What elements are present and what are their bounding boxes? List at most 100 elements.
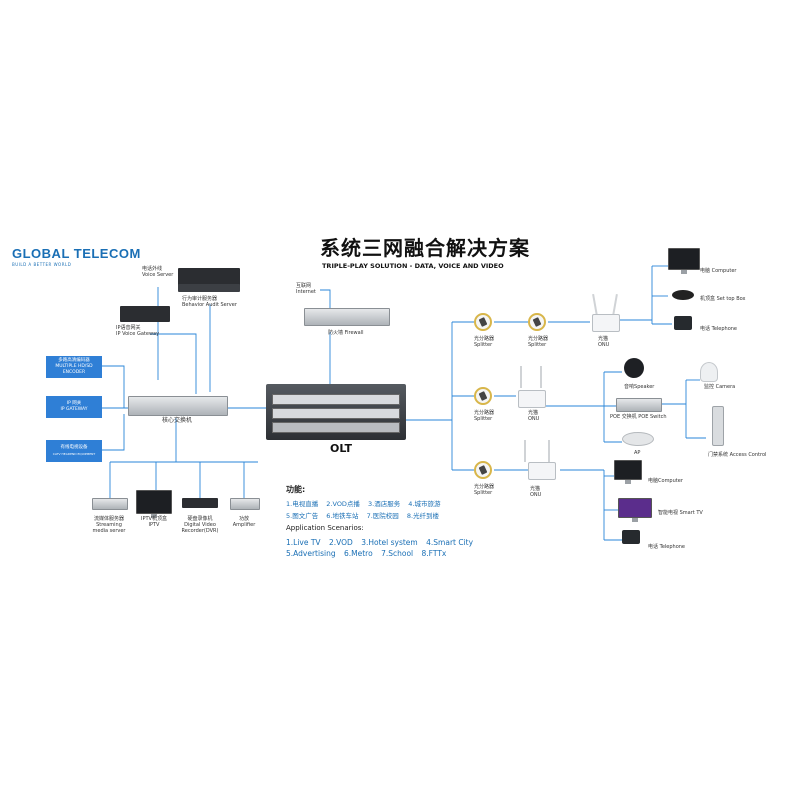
- splitter-label-en: Splitter: [474, 342, 493, 348]
- computer-label: 电脑 Computer: [700, 268, 736, 274]
- iptv-label-cn: IPTV机顶盒: [141, 516, 167, 522]
- splitter-label-cn: 光分路器: [528, 336, 549, 342]
- telephone-label-cn: 电话: [700, 326, 711, 332]
- speaker-label: 音响Speaker: [624, 384, 654, 390]
- access-label-cn: 门禁系统: [708, 452, 729, 458]
- ip-gateway-label-en: IP GATEWAY: [60, 407, 88, 412]
- scenario-item: 7.School: [381, 549, 414, 558]
- function-item: 6.地铁车站: [326, 512, 359, 520]
- poe-label-cn: POE 交换机: [610, 414, 637, 420]
- voice-server-device: [178, 268, 240, 288]
- speaker-label-cn: 音响: [624, 384, 635, 390]
- computer2-label: 电脑Computer: [648, 478, 683, 484]
- voice-gateway-label-cn: IP语音网关: [116, 325, 141, 331]
- onu-label-en: ONU: [598, 342, 610, 348]
- brand-slogan: BUILD A BETTER WORLD: [12, 262, 72, 267]
- smarttv-label: 智能电视 Smart TV: [658, 510, 703, 516]
- catv-label-en: CATV HEADEND EQUIPMENT: [52, 452, 96, 456]
- splitter-icon: [474, 461, 492, 479]
- iptv-monitor: [136, 490, 172, 518]
- telephone-device: [674, 316, 692, 330]
- smarttv-label-cn: 智能电视: [658, 510, 679, 516]
- camera-label-en: Camera: [715, 384, 736, 390]
- onu-label-cn: 光猫: [530, 486, 541, 492]
- settop-label: 机顶盒 Set top Box: [700, 296, 746, 302]
- smart-tv-monitor: [618, 498, 652, 522]
- scenario-item: 4.Smart City: [426, 538, 474, 547]
- scenarios-row-2: 5.Advertising 6.Metro 7.School 8.FTTx: [286, 549, 446, 558]
- functions-row-1: 1.电视直播 2.VOD点播 3.酒店服务 4.城市旅游: [286, 498, 486, 508]
- function-item: 7.医院校园: [366, 512, 399, 520]
- ip-gateway-box: IP 网关 IP GATEWAY: [46, 396, 102, 418]
- onu-device: [528, 462, 556, 480]
- onu-antenna: [540, 366, 542, 388]
- function-item: 8.光纤到楼: [406, 512, 440, 520]
- splitter-label-en: Splitter: [474, 490, 493, 496]
- catv-box: 有线电视设备 CATV HEADEND EQUIPMENT: [46, 440, 102, 462]
- voice-server-label-en: Voice Server: [142, 272, 174, 278]
- function-item: 1.电视直播: [286, 500, 319, 508]
- function-item: 2.VOD点播: [326, 500, 360, 508]
- onu-label-cn: 光猫: [598, 336, 609, 342]
- settop-box-device: [672, 290, 694, 300]
- speaker-icon: [624, 358, 644, 378]
- dvr-label-cn: 硬盘录像机: [187, 516, 213, 522]
- access-label-en: Access Control: [729, 452, 767, 458]
- firewall-device: [304, 308, 390, 326]
- splitter-label-cn: 光分路器: [474, 484, 495, 490]
- dvr-label-en2: Recorder(DVR): [181, 528, 219, 534]
- splitter-label-cn: 光分路器: [474, 410, 495, 416]
- poe-switch-device: [616, 398, 662, 412]
- telephone2-label: 电话 Telephone: [648, 544, 685, 550]
- amplifier-device: [230, 498, 260, 510]
- scenario-item: 3.Hotel system: [361, 538, 418, 547]
- computer2-label-cn: 电脑: [648, 478, 659, 484]
- function-item: 3.酒店服务: [368, 500, 401, 508]
- function-item: 4.城市旅游: [408, 500, 441, 508]
- settop-label-cn: 机顶盒: [700, 296, 716, 302]
- poe-label-en: POE Switch: [638, 414, 667, 420]
- firewall-label-en: Firewall: [344, 330, 364, 336]
- firewall-label-cn: 防火墙: [328, 330, 344, 336]
- scenario-item: 6.Metro: [343, 549, 373, 558]
- ap-device: [622, 432, 654, 446]
- onu-label-cn: 光猫: [528, 410, 539, 416]
- splitter-icon: [474, 313, 492, 331]
- audit-server-label-en: Behavior Audit Server: [182, 302, 237, 308]
- ap-label: AP: [634, 450, 641, 456]
- core-switch-device: [128, 396, 228, 416]
- telephone2-label-cn: 电话: [648, 544, 659, 550]
- computer2-label-en: Computer: [658, 478, 683, 484]
- streaming-label-en1: Streaming: [96, 522, 122, 528]
- scenario-item: 5.Advertising: [286, 549, 336, 558]
- splitter-label-en: Splitter: [528, 342, 547, 348]
- telephone-label: 电话 Telephone: [700, 326, 737, 332]
- streaming-label-cn: 流媒体服务器: [93, 516, 124, 522]
- voice-gateway-device: [120, 306, 170, 322]
- iptv-label-en: IPTV: [148, 522, 160, 528]
- amplifier-label-cn: 功放: [238, 516, 249, 522]
- speaker-label-en: Speaker: [634, 384, 655, 390]
- scenario-item: 2.VOD: [328, 538, 353, 547]
- computer-label-en: Computer: [711, 268, 737, 274]
- access-control-device: [712, 406, 724, 446]
- scenarios-title: Application Scenarios:: [286, 524, 364, 532]
- onu-antenna: [524, 440, 526, 462]
- scenarios-row-1: 1.Live TV 2.VOD 3.Hotel system 4.Smart C…: [286, 538, 473, 547]
- audit-server-label-cn: 行为审计服务器: [182, 296, 218, 302]
- functions-row-2: 5.图文广告 6.地铁车站 7.医院校园 8.光纤到楼: [286, 510, 486, 520]
- olt-label: OLT: [330, 442, 353, 455]
- scenario-item: 1.Live TV: [286, 538, 321, 547]
- dvr-label-en1: Digital Video: [184, 522, 216, 528]
- olt-slot: [272, 422, 400, 433]
- voice-server-label-cn: 电话外线: [142, 266, 163, 272]
- settop-label-en: Set top Box: [716, 296, 746, 302]
- brand-logo: GLOBAL TELECOM BUILD A BETTER WORLD: [12, 246, 141, 267]
- camera-label-cn: 监控: [704, 384, 715, 390]
- telephone2-label-en: Telephone: [659, 544, 686, 550]
- streaming-server-device: [92, 498, 128, 510]
- core-switch-label: 核心交换机: [162, 417, 193, 424]
- computer-monitor: [614, 460, 642, 484]
- olt-slot: [272, 408, 400, 419]
- camera-icon: [700, 362, 718, 382]
